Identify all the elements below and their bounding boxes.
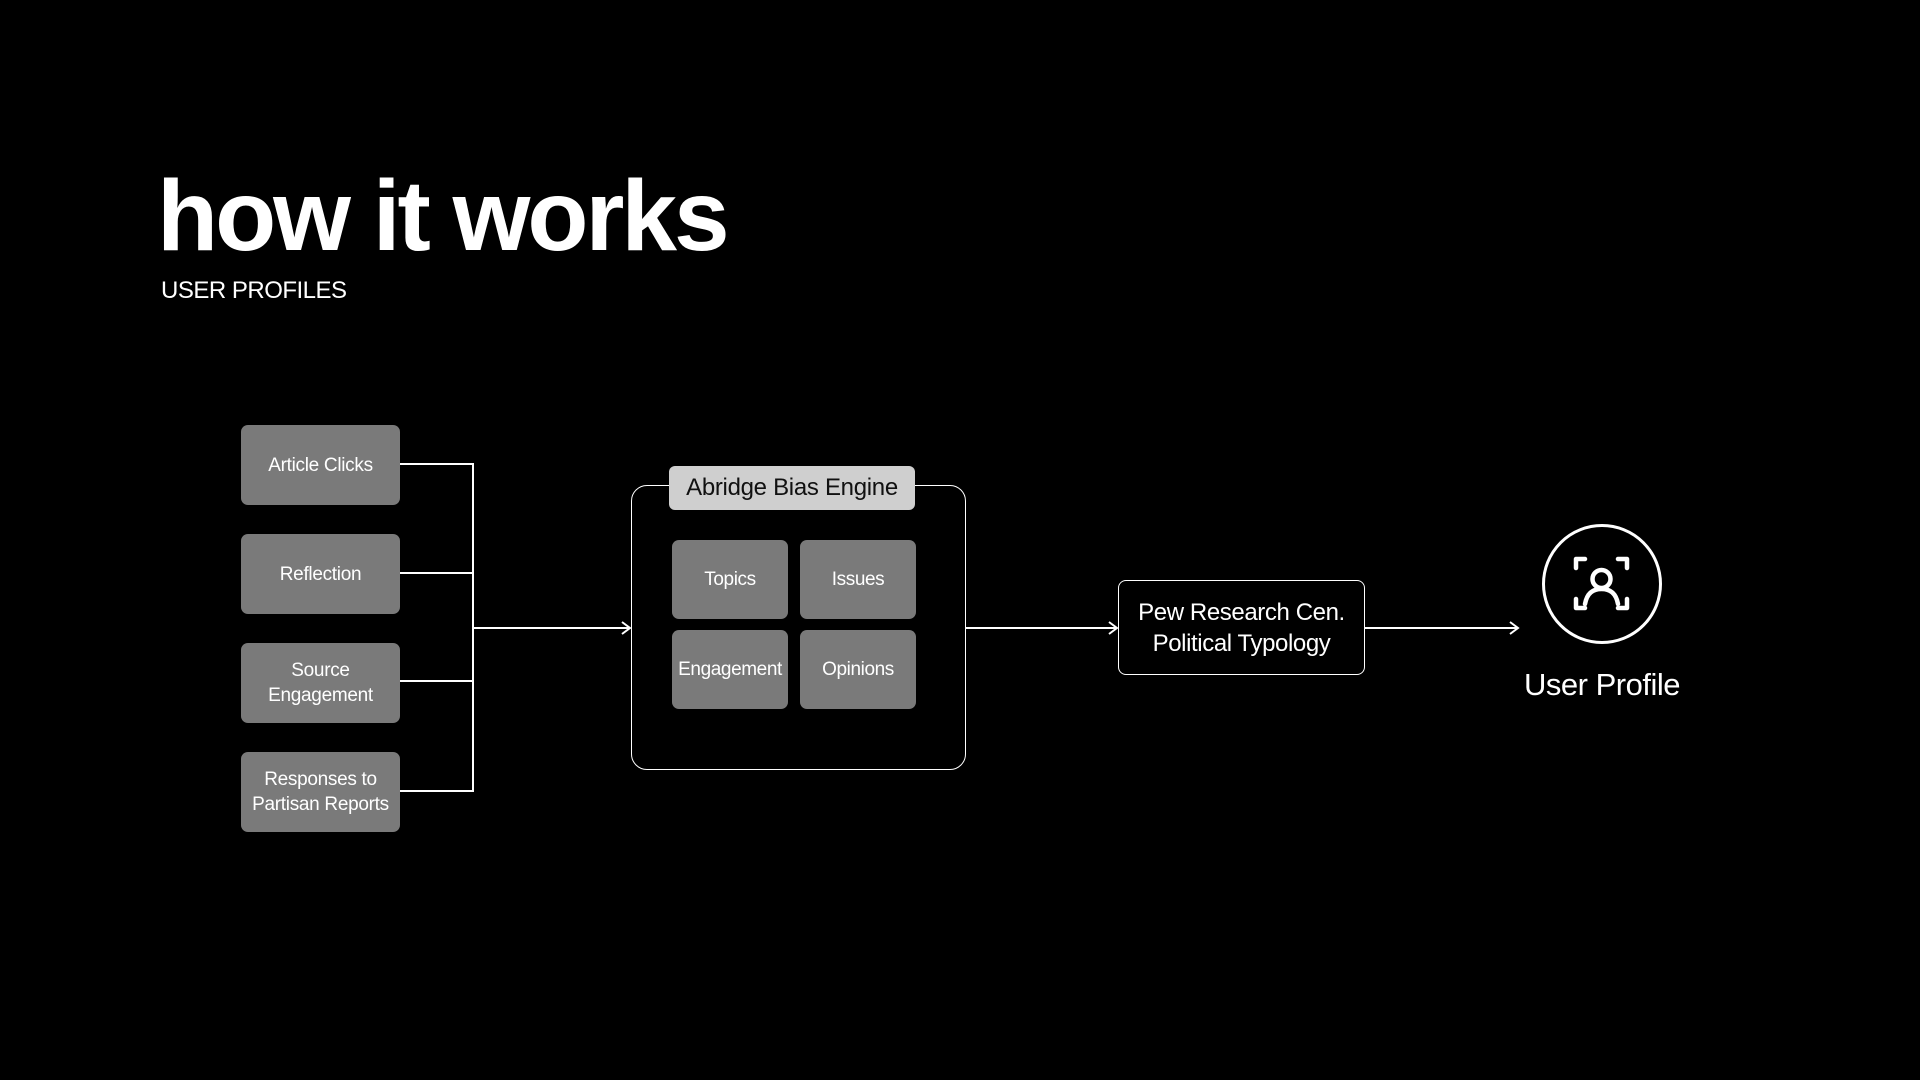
arrowhead-to-profile: [1509, 621, 1520, 635]
input-source-engagement: Source Engagement: [241, 643, 400, 723]
bias-engine-frame: [631, 485, 966, 770]
input-reflection: Reflection: [241, 534, 400, 614]
political-typology-line-2: Political Typology: [1152, 629, 1331, 657]
factor-topics-label: Topics: [704, 568, 756, 590]
arrowhead-to-typology: [1108, 621, 1119, 635]
factor-opinions-label: Opinions: [822, 658, 894, 680]
factor-topics: Topics: [672, 540, 788, 619]
input-article-clicks: Article Clicks: [241, 425, 400, 505]
user-profile-badge: [1542, 524, 1662, 644]
user-profile-label: User Profile: [1524, 667, 1680, 702]
bias-engine-label: Abridge Bias Engine: [669, 466, 915, 510]
political-typology-line-1: Pew Research Cen.: [1138, 598, 1345, 626]
factor-issues: Issues: [800, 540, 916, 619]
input-responses-line-2: Partisan Reports: [252, 794, 389, 815]
input-responses-line-1: Responses to: [264, 769, 377, 790]
input-article-clicks-label: Article Clicks: [268, 454, 373, 476]
page-subtitle: USER PROFILES: [161, 277, 347, 304]
input-reflection-label: Reflection: [279, 563, 362, 585]
input-source-engagement-line-2: Engagement: [268, 685, 373, 706]
factor-engagement: Engagement: [672, 630, 788, 709]
factor-engagement-label: Engagement: [678, 658, 782, 680]
factor-opinions: Opinions: [800, 630, 916, 709]
input-responses-to-partisan-reports: Responses to Partisan Reports: [241, 752, 400, 832]
arrowhead-to-engine: [621, 621, 632, 635]
page-title: how it works: [157, 160, 730, 272]
factor-issues-label: Issues: [831, 568, 885, 590]
input-source-engagement-line-1: Source: [291, 660, 350, 681]
political-typology-box: Pew Research Cen. Political Typology: [1118, 580, 1365, 675]
user-scan-icon: [1573, 556, 1630, 611]
